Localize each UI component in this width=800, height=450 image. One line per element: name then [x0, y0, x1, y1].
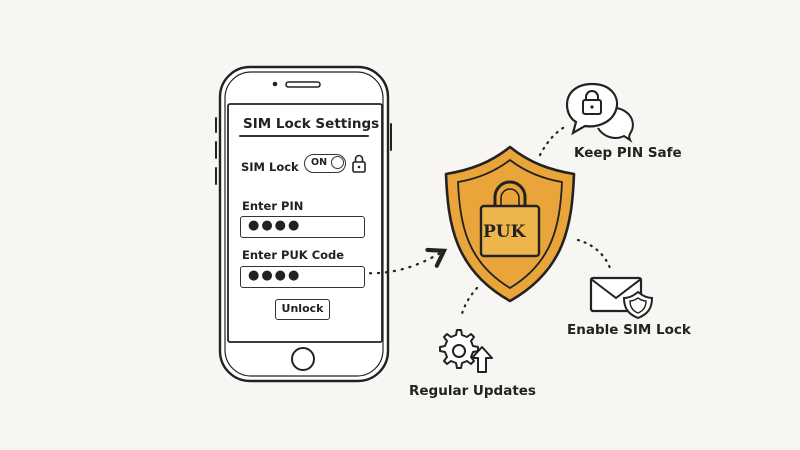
title-underline: [239, 135, 369, 137]
chat-bubbles-lock-icon: [565, 82, 634, 143]
shield-icon: [444, 145, 576, 303]
padlock-puk-text: PUK: [483, 222, 526, 242]
padlock-icon: [479, 180, 541, 258]
screen-title: SIM Lock Settings: [243, 116, 380, 132]
keep-pin-safe-caption: Keep PIN Safe: [574, 145, 682, 161]
gear-arrow-icon: [439, 329, 493, 373]
enable-sim-lock-caption: Enable SIM Lock: [567, 322, 691, 338]
sim-lock-label: SIM Lock: [241, 160, 299, 174]
phone-screen: SIM Lock Settings SIM Lock ON Enter PIN …: [231, 106, 381, 338]
lock-icon: [352, 154, 366, 173]
pin-label: Enter PIN: [242, 199, 304, 213]
puk-input[interactable]: ●●●●: [240, 266, 365, 288]
connector-enable-sim: [576, 238, 612, 270]
connector-updates: [459, 286, 479, 320]
connector-keep-pin: [538, 124, 568, 157]
sim-lock-toggle[interactable]: ON: [304, 154, 346, 173]
toggle-state-label: ON: [311, 157, 328, 168]
unlock-button[interactable]: Unlock: [275, 299, 330, 320]
puk-to-shield-arrow: [360, 247, 448, 275]
puk-label: Enter PUK Code: [242, 248, 345, 262]
regular-updates-caption: Regular Updates: [409, 383, 536, 399]
pin-input[interactable]: ●●●●: [240, 216, 365, 238]
toggle-knob: [331, 156, 344, 169]
envelope-shield-icon: [589, 276, 654, 320]
